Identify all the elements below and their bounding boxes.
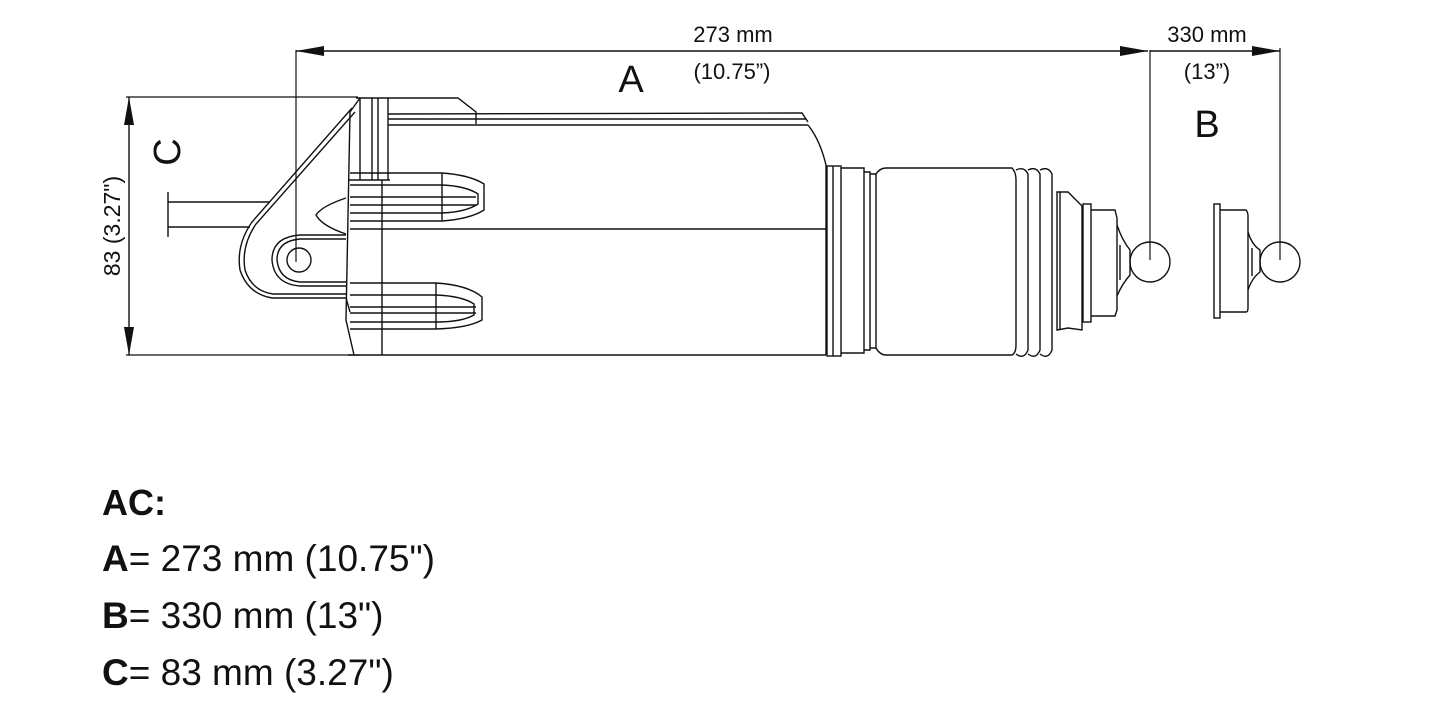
mounting-hole-icon	[286, 247, 312, 273]
rear-clevis-bracket	[238, 97, 361, 356]
ball-joint-icon	[1129, 241, 1171, 283]
actuator-tube	[826, 165, 1171, 357]
spec-row-c: C= 83 mm (3.27")	[102, 644, 435, 701]
spec-key: C	[102, 652, 129, 693]
motor-housing	[348, 97, 827, 356]
dimension-c	[124, 96, 360, 356]
ball-joint-icon	[1259, 241, 1301, 283]
dimension-spec-list: AC: A= 273 mm (10.75") B= 330 mm (13") C…	[102, 476, 435, 701]
spec-equals: =	[128, 538, 151, 579]
dimension-a	[295, 46, 1148, 262]
spec-row-b: B= 330 mm (13")	[102, 587, 435, 644]
spec-equals: =	[128, 652, 151, 693]
spec-key: B	[102, 595, 129, 636]
dimension-b-mm-label: 330 mm	[1167, 22, 1246, 47]
spec-value: 330 mm (13")	[150, 595, 384, 636]
spec-row-a: A= 273 mm (10.75")	[102, 530, 435, 587]
spec-equals: =	[128, 595, 151, 636]
dimension-c-letter: C	[147, 138, 189, 165]
bellows	[1015, 167, 1029, 357]
dimension-c-label: 83 (3.27")	[99, 176, 125, 276]
dimension-b-letter: B	[1194, 104, 1219, 146]
ball-joint-fitting	[1213, 203, 1301, 319]
spec-key: A	[102, 538, 129, 579]
spec-value: 83 mm (3.27")	[150, 652, 394, 693]
dimension-b-inch-label: (13”)	[1184, 59, 1230, 84]
dimension-b	[1149, 46, 1281, 260]
power-cable	[167, 192, 270, 237]
spec-value: 273 mm (10.75")	[150, 538, 435, 579]
dimension-a-letter: A	[618, 59, 644, 101]
spec-title: AC:	[102, 482, 166, 523]
dimension-a-inch-label: (10.75”)	[693, 59, 770, 84]
dimension-a-mm-label: 273 mm	[693, 22, 772, 47]
